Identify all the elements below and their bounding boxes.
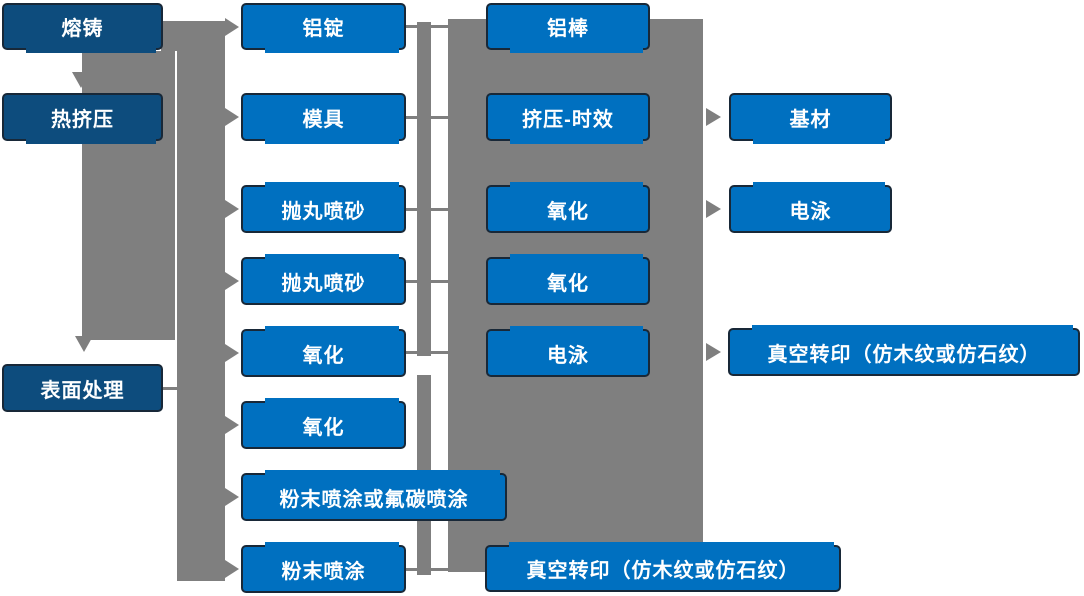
- node-label: 模具: [302, 108, 345, 131]
- node-vacuum-transfer-bottom: 真空转印（仿木纹或仿石纹）: [485, 542, 841, 592]
- node-melting: 熔铸: [2, 3, 163, 53]
- connector-line-row5: [406, 351, 448, 354]
- node-label: 电泳: [547, 344, 589, 367]
- node-mold: 模具: [241, 93, 406, 144]
- node-powder-or-fluorocarbon-spraying: 粉末喷涂或氟碳喷涂: [241, 470, 507, 521]
- connector-line-powder-spraying: [406, 568, 448, 571]
- arrow-right-to-powder-fluorocarbon: [225, 488, 239, 506]
- node-label: 氧化: [547, 272, 589, 295]
- node-label: 真空转印（仿木纹或仿石纹）: [526, 560, 800, 582]
- node-label: 抛丸喷砂: [281, 272, 366, 295]
- connector-line-row4: [406, 280, 448, 283]
- arrow-right-to-shot-blasting-2: [225, 272, 239, 290]
- arrow-right-to-mold: [225, 108, 239, 126]
- node-label: 真空转印（仿木纹或仿石纹）: [767, 343, 1041, 366]
- node-electrophoresis-c3: 电泳: [486, 326, 650, 377]
- node-electrophoresis-c4: 电泳: [729, 182, 892, 233]
- node-oxidation-c3-2: 氧化: [486, 254, 650, 305]
- connector-line-surface-treatment: [163, 387, 177, 390]
- connector-band-column2-feed: [177, 21, 225, 581]
- node-label: 表面处理: [40, 379, 125, 402]
- arrow-right-to-vacuum-transfer: [706, 343, 721, 361]
- arrow-right-to-electrophoresis: [706, 200, 721, 218]
- node-base-material: 基材: [729, 93, 892, 144]
- node-aluminum-ingot: 铝锭: [241, 3, 406, 53]
- node-oxidation-c2-1: 氧化: [241, 326, 406, 377]
- arrow-right-to-aluminum-ingot: [225, 18, 239, 36]
- node-oxidation-c2-2: 氧化: [241, 398, 406, 449]
- arrow-right-to-powder-spraying: [225, 560, 239, 578]
- arrow-right-to-oxidation-2: [225, 416, 239, 434]
- arrow-right-to-oxidation-1: [225, 344, 239, 362]
- node-powder-spraying: 粉末喷涂: [241, 542, 406, 593]
- connector-line-row1: [406, 25, 448, 28]
- node-shot-blasting-2: 抛丸喷砂: [241, 254, 406, 305]
- node-extrusion-aging: 挤压-时效: [486, 93, 650, 144]
- arrow-right-to-base-material: [706, 108, 721, 126]
- node-surface-treatment: 表面处理: [2, 364, 163, 412]
- node-vacuum-transfer-right: 真空转印（仿木纹或仿石纹）: [728, 325, 1080, 376]
- node-shot-blasting-1: 抛丸喷砂: [241, 182, 406, 233]
- connector-stub-melting-to-band: [161, 21, 181, 51]
- connector-line-row2: [406, 116, 448, 119]
- arrow-right-to-shot-blasting-1: [225, 200, 239, 218]
- node-label: 热挤压: [51, 108, 114, 131]
- node-label: 电泳: [789, 200, 832, 223]
- node-oxidation-c3-1: 氧化: [486, 182, 650, 233]
- node-label: 熔铸: [61, 18, 104, 40]
- node-label: 粉末喷涂: [281, 560, 366, 583]
- node-label: 抛丸喷砂: [281, 200, 366, 223]
- node-label: 氧化: [547, 200, 589, 223]
- node-hot-extrusion: 热挤压: [2, 93, 163, 144]
- node-label: 基材: [789, 108, 832, 131]
- node-aluminum-rod: 铝棒: [486, 3, 650, 53]
- arrow-down-melting-to-hot-extrusion: [72, 72, 90, 88]
- node-label: 粉末喷涂或氟碳喷涂: [279, 488, 469, 511]
- connector-bar-mid-upper: [417, 22, 431, 356]
- connector-line-row3: [406, 208, 448, 211]
- node-label: 氧化: [302, 344, 345, 367]
- node-label: 铝棒: [547, 18, 589, 40]
- node-label: 挤压-时效: [522, 108, 614, 131]
- arrow-down-to-surface-treatment: [75, 336, 93, 352]
- node-label: 氧化: [302, 416, 345, 439]
- node-label: 铝锭: [302, 18, 345, 40]
